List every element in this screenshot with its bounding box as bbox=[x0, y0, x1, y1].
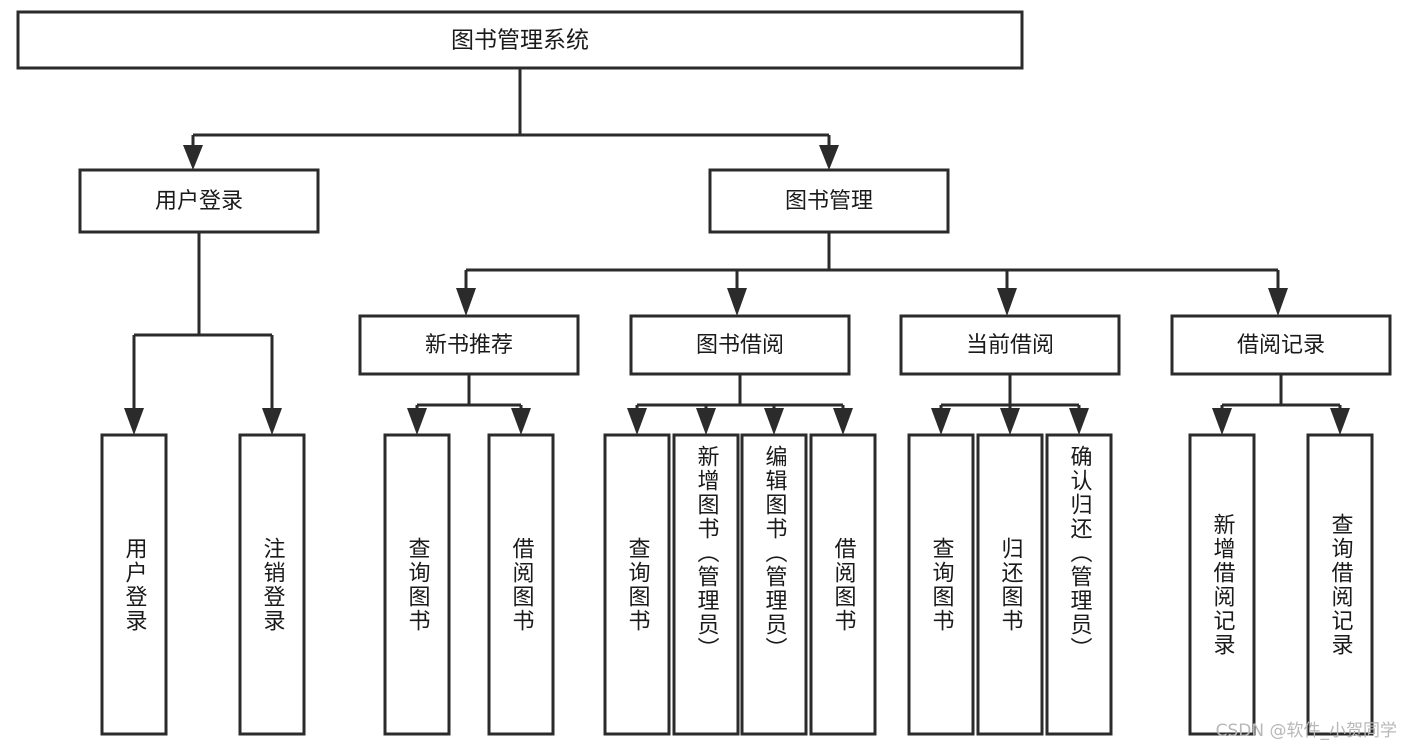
arrowhead-leaf-confirm-return bbox=[1069, 408, 1089, 435]
arrowhead-leaf-user-login bbox=[124, 408, 144, 435]
arrowhead-leaf-query-record bbox=[1330, 408, 1350, 435]
node-leaf-return-book-box[interactable] bbox=[976, 433, 1044, 736]
node-current-borrow-label: 当前借阅 bbox=[966, 333, 1054, 358]
node-leaf-user-login-box[interactable] bbox=[100, 433, 168, 736]
connector-group-bookborrow bbox=[627, 374, 853, 435]
node-new-book-recommend-label: 新书推荐 bbox=[425, 333, 513, 358]
node-borrow-record-box[interactable] bbox=[1170, 314, 1392, 376]
node-leaf-confirm-return-box[interactable] bbox=[1045, 433, 1113, 736]
arrowhead-currentborrow bbox=[997, 288, 1017, 316]
arrowhead-bookmanage bbox=[819, 145, 839, 170]
node-root-box[interactable] bbox=[16, 10, 1024, 70]
connector-group-root bbox=[183, 68, 839, 170]
node-leaf-add-book-box[interactable] bbox=[672, 433, 740, 736]
node-root-label: 图书管理系统 bbox=[451, 28, 589, 54]
node-book-manage-label: 图书管理 bbox=[785, 189, 873, 214]
node-leaf-logout-box[interactable] bbox=[238, 433, 306, 736]
node-leaf-add-record-box[interactable] bbox=[1188, 433, 1256, 736]
node-user-login-box[interactable] bbox=[78, 168, 320, 234]
connector-group-userlogin bbox=[124, 232, 282, 435]
arrowhead-leaf-borrow-book-2 bbox=[833, 408, 853, 435]
node-leaf-borrow-book-1-box[interactable] bbox=[487, 433, 555, 736]
arrowhead-leaf-add-record bbox=[1212, 408, 1232, 435]
arrowhead-leaf-return-book bbox=[1000, 408, 1020, 435]
node-root[interactable]: 图书管理系统 bbox=[16, 10, 1024, 70]
node-leaf-query-book-3-box[interactable] bbox=[907, 433, 975, 736]
arrowhead-leaf-logout bbox=[262, 408, 282, 435]
arrowhead-leaf-borrow-book-1 bbox=[511, 408, 531, 435]
arrowhead-leaf-query-book-3 bbox=[931, 408, 951, 435]
watermark: CSDN @软件_小贺同学 bbox=[1215, 721, 1397, 741]
node-book-borrow[interactable]: 图书借阅 bbox=[629, 314, 851, 376]
connector-group-newbook bbox=[407, 374, 531, 435]
arrowhead-leaf-edit-book bbox=[764, 408, 784, 435]
node-leaf-query-book-1-box[interactable] bbox=[383, 433, 451, 736]
node-book-manage-box[interactable] bbox=[708, 168, 950, 234]
node-book-borrow-label: 图书借阅 bbox=[696, 333, 784, 358]
connector-group-currentborrow bbox=[931, 374, 1089, 435]
arrowhead-newbook bbox=[456, 288, 476, 316]
arrowhead-bookborrow bbox=[727, 288, 747, 316]
node-current-borrow[interactable]: 当前借阅 bbox=[899, 314, 1121, 376]
connector-group-bookmanage bbox=[456, 232, 1288, 316]
arrowhead-borrowrecord bbox=[1268, 288, 1288, 316]
connector-group-borrowrecord bbox=[1212, 374, 1350, 435]
node-user-login-label: 用户登录 bbox=[155, 189, 243, 214]
node-leaf-edit-book-box[interactable] bbox=[740, 433, 808, 736]
arrowhead-leaf-add-book bbox=[696, 408, 716, 435]
node-borrow-record[interactable]: 借阅记录 bbox=[1170, 314, 1392, 376]
node-user-login[interactable]: 用户登录 bbox=[78, 168, 320, 234]
node-leaf-query-book-2-box[interactable] bbox=[603, 433, 671, 736]
arrowhead-leaf-query-book-2 bbox=[627, 408, 647, 435]
node-leaf-borrow-book-2-box[interactable] bbox=[809, 433, 877, 736]
node-book-manage[interactable]: 图书管理 bbox=[708, 168, 950, 234]
node-borrow-record-label: 借阅记录 bbox=[1237, 333, 1325, 358]
arrowhead-userlogin bbox=[183, 145, 203, 170]
node-new-book-recommend-box[interactable] bbox=[358, 314, 580, 376]
node-new-book-recommend[interactable]: 新书推荐 bbox=[358, 314, 580, 376]
node-current-borrow-box[interactable] bbox=[899, 314, 1121, 376]
node-leaf-query-record-box[interactable] bbox=[1306, 433, 1374, 736]
arrowhead-leaf-query-book-1 bbox=[407, 408, 427, 435]
node-book-borrow-box[interactable] bbox=[629, 314, 851, 376]
